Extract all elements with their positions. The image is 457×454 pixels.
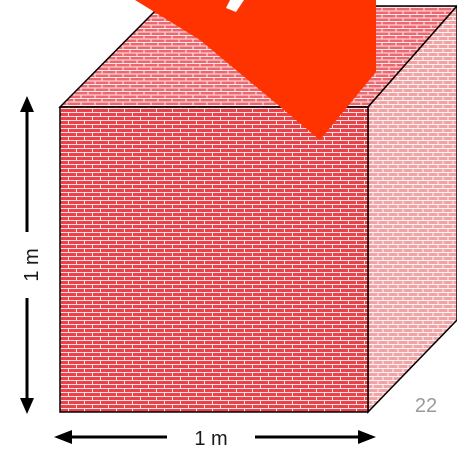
height-dimension-arrow <box>20 96 34 414</box>
banner-mark <box>226 0 244 12</box>
cube-front-face <box>59 106 369 413</box>
red-banner <box>135 0 376 140</box>
width-dimension-arrow <box>54 430 376 444</box>
height-label: 1 m <box>21 248 43 281</box>
slide-number: 22 <box>415 395 437 417</box>
width-label: 1 m <box>194 428 227 450</box>
